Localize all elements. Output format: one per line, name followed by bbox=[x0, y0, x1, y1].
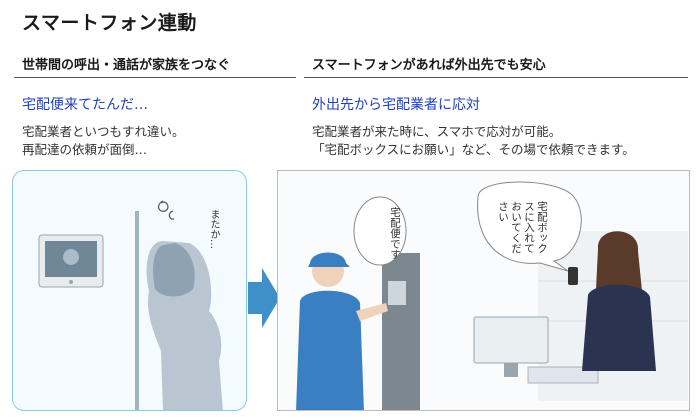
sigh-squiggle-small-icon bbox=[168, 210, 175, 220]
intercom-screen-person bbox=[63, 249, 79, 265]
transition-arrow-icon bbox=[248, 268, 280, 328]
intercom-button bbox=[69, 280, 73, 284]
resident-hair bbox=[596, 231, 642, 291]
right-heading: スマートフォンがあれば外出先でも安心 bbox=[312, 58, 546, 73]
wall-edge bbox=[135, 211, 139, 410]
courier-speech-text: 宅配便です bbox=[389, 207, 401, 260]
right-description: 宅配業者が来た時に、スマホで応対が可能。 「宅配ボックスにお願い」など、その場で… bbox=[312, 123, 635, 159]
right-subheading: 外出先から宅配業者に応対 bbox=[312, 97, 480, 113]
right-description-line-2: 「宅配ボックスにお願い」など、その場で依頼できます。 bbox=[312, 142, 635, 157]
right-description-line-1: 宅配業者が来た時に、スマホで応対が可能。 bbox=[312, 124, 562, 139]
courier-speech-bubble bbox=[353, 196, 407, 266]
resident-speech-text: 宅配ボックスに入れておいてください bbox=[497, 201, 548, 254]
left-description-line-1: 宅配業者といつもすれ違い。 bbox=[22, 124, 185, 139]
left-description-line-2: 再配達の依頼が面倒… bbox=[22, 142, 148, 157]
resident-suit bbox=[582, 284, 656, 371]
left-heading: 世帯間の呼出・通話が家族をつなぐ bbox=[22, 58, 231, 73]
left-subheading: 宅配便来てたんだ… bbox=[22, 97, 148, 113]
delivery-box-pillar bbox=[382, 253, 420, 410]
office-monitor bbox=[473, 316, 549, 364]
left-divider bbox=[14, 77, 296, 78]
courier-cap bbox=[308, 252, 350, 267]
monitor-stand bbox=[504, 363, 518, 377]
resident-speech-bubble bbox=[477, 181, 582, 272]
smartphone-scene-illustration: 宅配便です 宅配ボックスに入れておいてください bbox=[277, 170, 690, 411]
smartphone-scene-drawing bbox=[296, 181, 688, 410]
home-scene-drawing bbox=[38, 200, 223, 410]
woman-hair bbox=[153, 243, 195, 297]
keyboard bbox=[527, 366, 599, 384]
sigh-remark: またか… bbox=[208, 209, 219, 249]
intercom-panel bbox=[388, 281, 406, 305]
right-divider bbox=[304, 77, 688, 78]
home-scene-illustration: またか… bbox=[12, 170, 247, 411]
sigh-squiggle-icon bbox=[157, 200, 169, 212]
courier-arm bbox=[356, 303, 388, 321]
left-description: 宅配業者といつもすれ違い。 再配達の依頼が面倒… bbox=[22, 123, 185, 159]
page-title: スマートフォン連動 bbox=[22, 12, 197, 34]
courier-uniform bbox=[296, 290, 364, 410]
smartphone-icon bbox=[568, 267, 578, 285]
